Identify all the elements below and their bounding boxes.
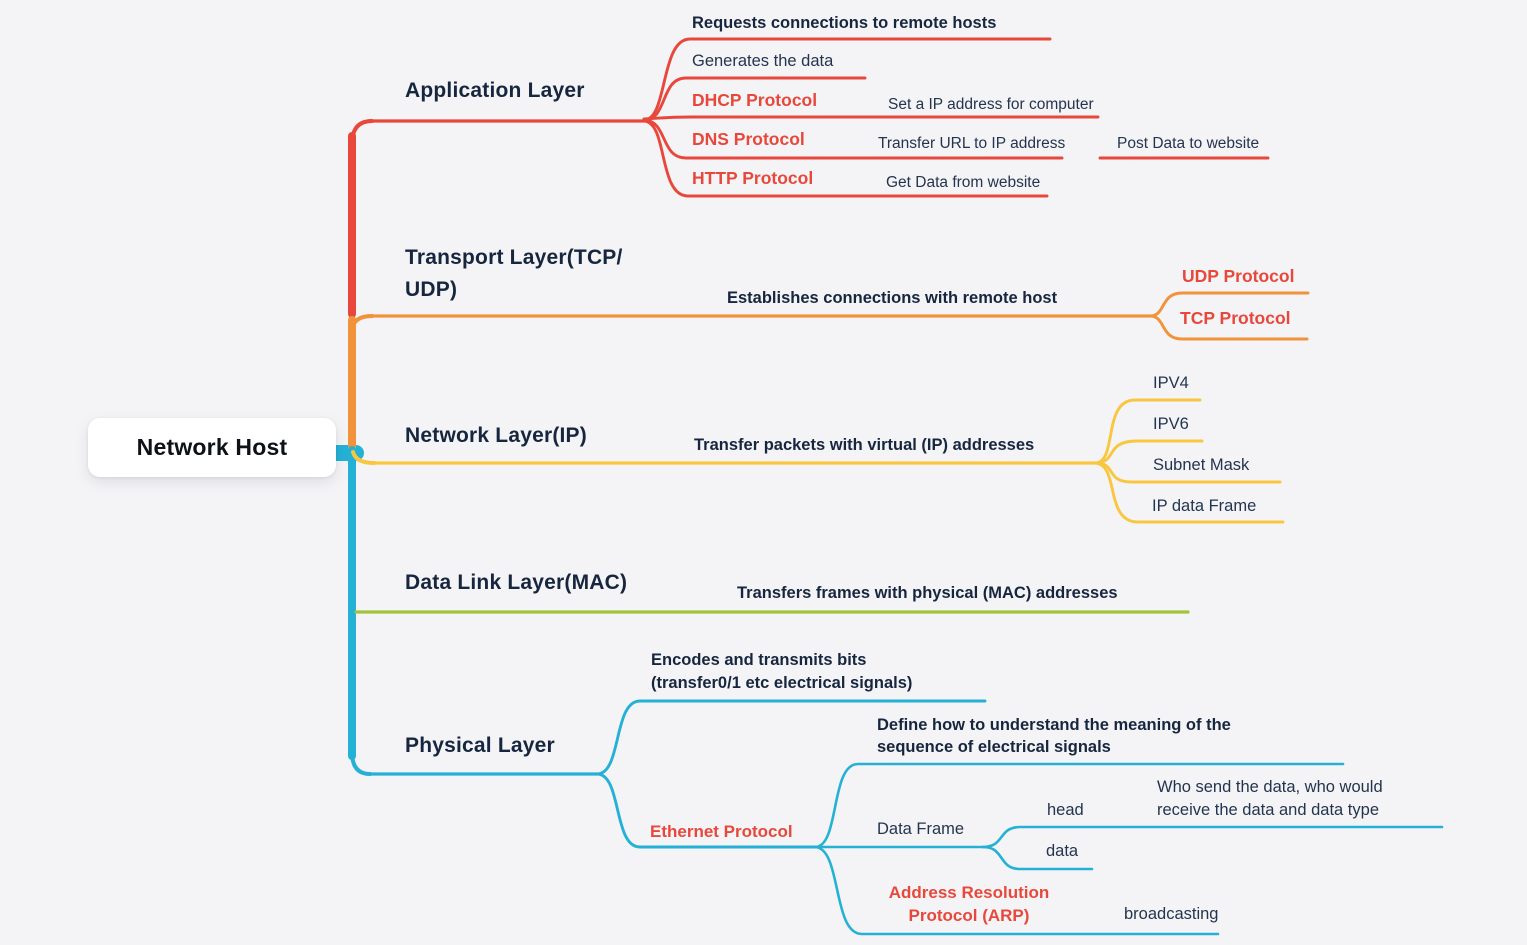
node-datalink-layer[interactable]: Data Link Layer(MAC): [405, 571, 628, 594]
root-node-network-host[interactable]: Network Host: [88, 418, 336, 477]
ipframe-line: [1093, 461, 1285, 524]
head-line: [981, 825, 1444, 849]
node-data-frame[interactable]: Data Frame: [877, 820, 965, 838]
node-establishes-connections[interactable]: Establishes connections with remote host: [727, 289, 1058, 307]
node-ipv6[interactable]: IPV6: [1153, 415, 1189, 433]
node-subnet-mask[interactable]: Subnet Mask: [1153, 456, 1250, 474]
node-arp[interactable]: Address Resolution Protocol (ARP): [888, 883, 1050, 925]
node-network-layer[interactable]: Network Layer(IP): [405, 424, 587, 447]
dns-line: [642, 118, 1064, 160]
node-encodes-bits[interactable]: Encodes and transmits bits (transfer0/1 …: [651, 651, 913, 693]
ipv6-line: [1093, 439, 1204, 465]
arp-line: [813, 845, 1220, 936]
node-generates-data[interactable]: Generates the data: [692, 52, 834, 70]
node-http-desc[interactable]: Get Data from website: [886, 174, 1041, 191]
node-post-data[interactable]: Post Data to website: [1117, 135, 1260, 152]
node-dns-desc[interactable]: Transfer URL to IP address: [878, 135, 1066, 152]
node-ethernet-protocol[interactable]: Ethernet Protocol: [650, 822, 793, 841]
node-dhcp-desc[interactable]: Set a IP address for computer: [888, 96, 1094, 113]
node-data[interactable]: data: [1046, 842, 1079, 860]
node-tcp-protocol[interactable]: TCP Protocol: [1180, 308, 1291, 328]
node-define-meaning[interactable]: Define how to understand the meaning of …: [877, 716, 1231, 757]
node-physical-layer[interactable]: Physical Layer: [405, 734, 555, 757]
root-node-label: Network Host: [136, 434, 288, 460]
define-line: [813, 762, 1345, 849]
node-broadcasting[interactable]: broadcasting: [1124, 905, 1219, 923]
dhcp-line: [642, 115, 1100, 121]
ipv4-line: [1093, 398, 1202, 465]
requests-line: [642, 37, 1052, 122]
node-transfer-packets[interactable]: Transfer packets with virtual (IP) addre…: [694, 436, 1035, 454]
ethernet-line: [595, 772, 817, 849]
encodes-line: [595, 699, 987, 776]
node-requests-connections[interactable]: Requests connections to remote hosts: [692, 14, 997, 32]
node-transfers-frames[interactable]: Transfers frames with physical (MAC) add…: [737, 584, 1118, 602]
node-ipv4[interactable]: IPV4: [1153, 374, 1189, 392]
node-who-send[interactable]: Who send the data, who would receive the…: [1157, 778, 1383, 820]
node-head[interactable]: head: [1047, 801, 1084, 819]
data-line: [981, 845, 1094, 871]
node-application-layer[interactable]: Application Layer: [405, 79, 585, 102]
tcp-line: [1148, 314, 1309, 341]
node-udp-protocol[interactable]: UDP Protocol: [1182, 266, 1295, 286]
node-dns-protocol[interactable]: DNS Protocol: [692, 129, 805, 149]
node-transport-layer[interactable]: Transport Layer(TCP/ UDP): [405, 246, 623, 301]
node-ip-data-frame[interactable]: IP data Frame: [1152, 497, 1257, 515]
node-dhcp-protocol[interactable]: DHCP Protocol: [692, 90, 818, 110]
node-http-protocol[interactable]: HTTP Protocol: [692, 168, 814, 188]
http-line: [642, 119, 1049, 198]
